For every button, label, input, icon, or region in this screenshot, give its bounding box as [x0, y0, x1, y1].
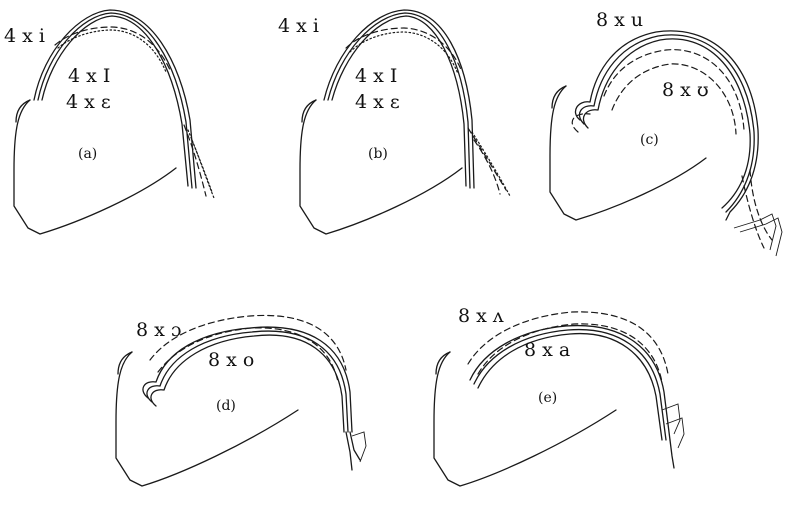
label-e-1: 8 x ʌ — [458, 305, 504, 327]
label-b-3: 4 x ε — [355, 91, 400, 113]
lip-outline — [552, 86, 566, 108]
label-b-2: 4 x I — [355, 65, 397, 87]
label-a-2: 4 x I — [68, 65, 110, 87]
caption-c: (c) — [640, 132, 659, 148]
label-a-3: 4 x ε — [66, 91, 111, 113]
label-c-2: 8 x ʊ — [662, 79, 709, 101]
panel-c: 8 x u 8 x ʊ (c) — [550, 9, 782, 256]
caption-d: (d) — [216, 398, 236, 414]
tongue-contours-back — [575, 31, 758, 220]
label-d-1: 8 x ɔ — [136, 319, 182, 341]
tongue-contours-lax — [150, 315, 366, 462]
label-b-1: 4 x i — [278, 15, 319, 37]
panel-d: 8 x ɔ 8 x o (d) — [116, 315, 366, 486]
lip-outline — [436, 352, 450, 374]
label-c-1: 8 x u — [596, 9, 643, 31]
jaw-outline — [14, 100, 176, 234]
jaw-outline — [300, 100, 462, 234]
label-d-2: 8 x o — [208, 349, 254, 371]
lip-outline — [302, 100, 316, 122]
tongue-contours-back — [470, 326, 674, 468]
jaw-outline — [550, 86, 706, 220]
caption-e: (e) — [538, 390, 557, 406]
jaw-outline — [434, 352, 616, 486]
panel-a: 4 x i 4 x I 4 x ε (a) — [4, 10, 214, 234]
tongue-contours-front — [34, 10, 196, 188]
panel-b: 4 x i 4 x I 4 x ε (b) — [278, 10, 510, 234]
jaw-outline — [116, 352, 298, 486]
lip-outline — [16, 100, 30, 122]
panel-e: 8 x ʌ 8 x a (e) — [434, 305, 684, 486]
lip-outline — [118, 352, 132, 374]
label-e-2: 8 x a — [524, 339, 570, 361]
caption-a: (a) — [78, 146, 97, 162]
label-a-1: 4 x i — [4, 25, 45, 47]
caption-b: (b) — [368, 146, 388, 162]
